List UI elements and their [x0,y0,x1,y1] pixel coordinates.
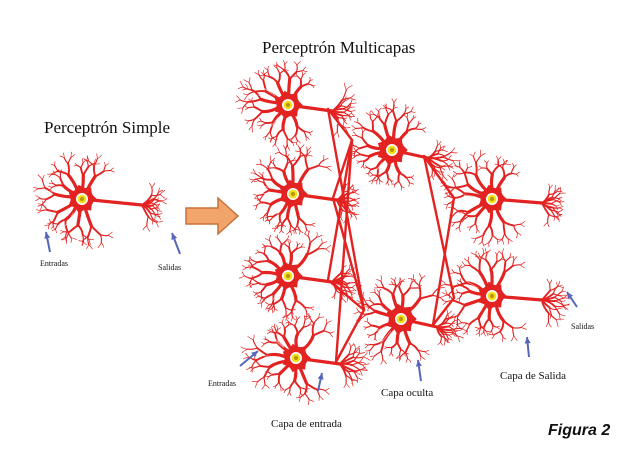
connection-input2-hidden1 [331,138,354,200]
connection-hidden2-output1 [431,196,456,327]
neuron-output-2 [440,247,571,343]
neuron-input-1 [235,60,357,151]
pointer-capa-salida [524,336,531,358]
neuron-input-4 [240,312,371,406]
neuron-output-1 [440,149,566,248]
pointer-entradas-multi [239,350,259,367]
neurons-layer [33,60,571,406]
neuron-input-3 [238,230,362,322]
label-entradas-simple: Entradas [40,259,68,268]
label-capa-salida: Capa de Salida [500,370,566,382]
pointer-capa-oculta [415,359,422,382]
label-capa-entrada: Capa de entrada [271,418,342,430]
label-entradas-multi: Entradas [208,379,236,388]
connection-input4-hidden2 [334,308,366,364]
neuron-simple [33,151,168,250]
neuron-hidden-2 [353,272,468,365]
pointer-salidas-multi [566,291,578,308]
pointer-salidas-simple [171,232,181,255]
figure-caption: Figura 2 [548,422,610,439]
pointer-capa-entrada [317,372,324,392]
neuron-hidden-1 [348,98,462,191]
connection-hidden2-output2 [431,296,456,327]
label-salidas-multi: Salidas [571,322,594,331]
transition-block-arrow [185,196,240,236]
pointer-arrows-layer [44,231,578,392]
title-perceptron-multicapas: Perceptrón Multicapas [262,38,415,57]
label-capa-oculta: Capa oculta [381,387,433,399]
pointer-entradas-simple [44,231,51,253]
neuron-input-2 [249,143,361,236]
title-perceptron-simple: Perceptrón Simple [44,118,170,137]
label-salidas-simple: Salidas [158,263,181,272]
connection-input4-hidden1 [334,138,354,364]
connection-input2-hidden2 [331,196,366,312]
connection-input3-hidden1 [326,138,354,282]
